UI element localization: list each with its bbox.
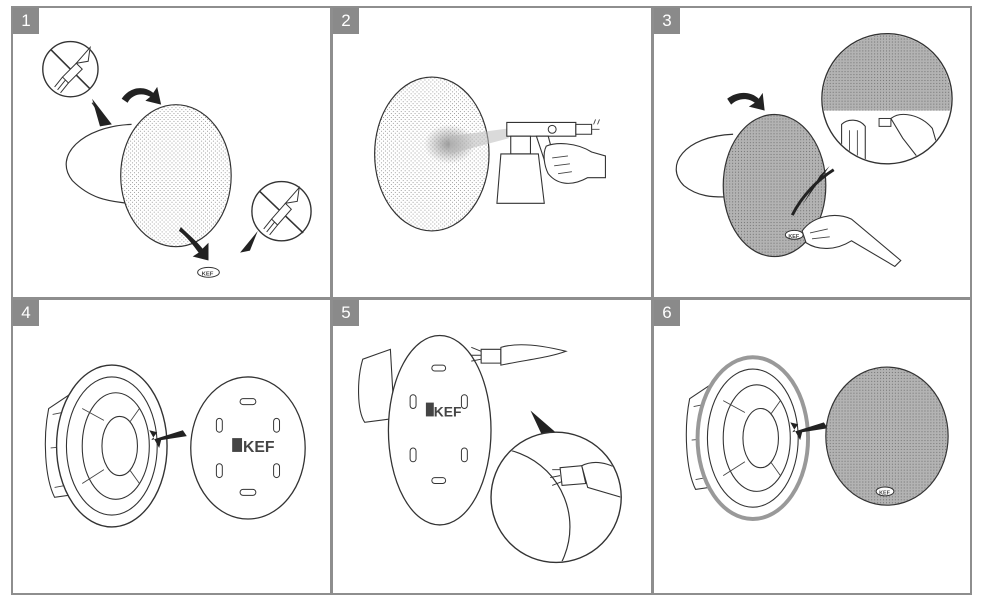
step-number-badge: 3 — [654, 8, 680, 34]
down-arrow-icon — [178, 226, 209, 261]
grille-disc — [120, 104, 232, 248]
step-5-illustration: KEF — [358, 334, 622, 564]
step-number-badge: 1 — [13, 8, 39, 34]
grille-backplate — [387, 334, 492, 526]
grille-backplate — [190, 376, 306, 520]
speaker-frame-icon — [358, 348, 395, 423]
svg-text:KEF: KEF — [202, 271, 214, 277]
step-6-illustration: KEF — [685, 355, 949, 521]
speaker-frame-icon — [685, 355, 811, 521]
speaker-frame-icon — [44, 364, 168, 528]
step-1-illustration: KEF — [42, 40, 312, 278]
cloth-outline — [675, 133, 736, 198]
arrow-icon — [149, 430, 187, 448]
kef-badge-icon: KEF — [784, 229, 804, 240]
no-brush-icon — [42, 40, 99, 98]
zoom-detail-icon — [490, 431, 622, 564]
hand-icon — [543, 143, 606, 184]
hand-icon — [801, 215, 902, 268]
step-3-illustration: KEF — [675, 32, 953, 268]
kef-logo-text: KEF — [243, 439, 275, 456]
no-brush-icon-2 — [251, 180, 312, 242]
grille-disc — [722, 113, 827, 258]
kef-logo: KEF — [425, 402, 462, 419]
step-panel-5: 5 KEF — [331, 298, 653, 595]
backplate-slots — [409, 364, 468, 484]
backplate-slots — [215, 398, 281, 496]
svg-text:KEF: KEF — [788, 234, 800, 240]
brush-icon — [471, 344, 568, 366]
kef-logo: KEF — [232, 438, 275, 456]
step-panel-4: 4 KEF — [11, 298, 332, 595]
kef-logo-text: KEF — [434, 403, 462, 419]
step-number-badge: 2 — [333, 8, 359, 34]
grille-disc — [825, 366, 949, 506]
step-panel-3: 3 KEF — [652, 6, 972, 299]
step-number-badge: 4 — [13, 300, 39, 326]
kef-badge-icon: KEF — [875, 486, 895, 496]
step-4-illustration: KEF — [44, 364, 306, 528]
step-panel-1: 1 KEF — [11, 6, 332, 299]
cloth-outline — [65, 123, 137, 206]
arrow-icon — [790, 422, 828, 441]
step-2-illustration — [374, 76, 606, 232]
svg-text:KEF: KEF — [879, 490, 891, 496]
step-panel-2: 2 — [331, 6, 653, 299]
step-number-badge: 5 — [333, 300, 359, 326]
zoom-detail-icon — [821, 32, 953, 165]
rotate-arrow-icon — [121, 86, 162, 105]
kef-badge-icon: KEF — [197, 266, 220, 278]
rotate-arrow-icon — [727, 92, 765, 111]
step-panel-6: 6 KEF — [652, 298, 972, 595]
step-number-badge: 6 — [654, 300, 680, 326]
